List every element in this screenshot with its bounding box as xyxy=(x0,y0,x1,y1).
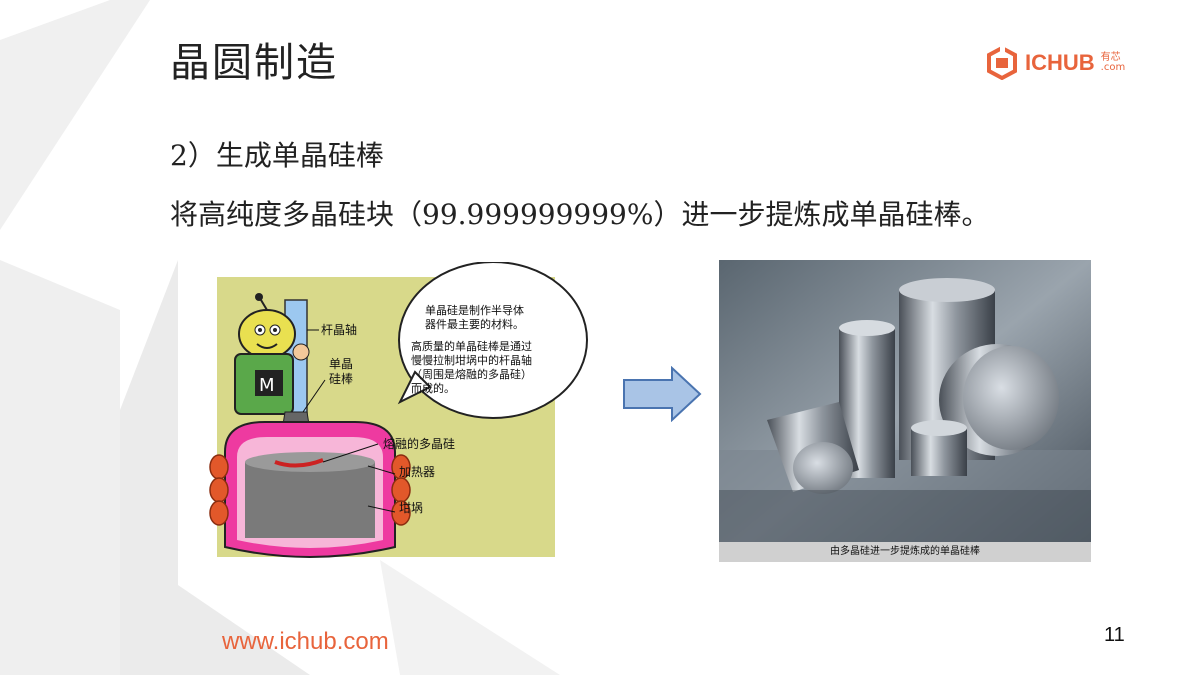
molten-silicon xyxy=(245,462,375,538)
ichub-logo-icon xyxy=(987,46,1017,80)
footer-url[interactable]: www.ichub.com xyxy=(222,628,389,655)
bubble-line-3: 高质量的单晶硅棒是通过 xyxy=(411,339,532,353)
section-subtitle: 2）生成单晶硅棒 xyxy=(170,139,384,172)
label-rod: 杆晶轴 xyxy=(321,322,357,337)
logo-wordmark: ICHUB xyxy=(1025,50,1095,75)
bubble-line-2: 器件最主要的材料。 xyxy=(425,317,524,331)
silicon-ingots-photo xyxy=(719,260,1091,562)
page-number: 11 xyxy=(1104,624,1125,646)
label-crystal-2: 硅棒 xyxy=(329,372,353,386)
label-molten: 熔融的多晶硅 xyxy=(383,436,455,451)
robot-character: M xyxy=(234,293,310,415)
label-crystal-1: 单晶 xyxy=(329,357,353,371)
bubble-line-6: 而成的。 xyxy=(411,381,455,395)
bubble-line-4: 慢慢拉制坩埚中的杆晶轴 xyxy=(411,353,532,367)
logo-cn: 有芯 xyxy=(1100,52,1121,63)
slide-title: 晶圆制造 xyxy=(170,40,338,86)
bubble-line-1: 单晶硅是制作半导体 xyxy=(425,303,524,317)
ichub-logo: ICHUB 有芯 .com xyxy=(985,46,1125,80)
logo-suffix-group: 有芯 .com xyxy=(1101,53,1126,73)
label-crucible: 坩埚 xyxy=(399,501,423,515)
speech-bubble xyxy=(398,262,588,419)
crystal-pulling-illustration: 单晶硅是制作半导体 器件最主要的材料。 高质量的单晶硅棒是通过 慢慢拉制坩埚中的… xyxy=(209,262,588,558)
logo-domain: .com xyxy=(1100,62,1126,73)
heater-coils xyxy=(209,454,411,526)
bubble-line-5: （周围是熔融的多晶硅） xyxy=(411,367,532,381)
photo-caption: 由多晶硅进一步提炼成的单晶硅棒 xyxy=(719,542,1091,562)
svg-text:M: M xyxy=(259,375,275,396)
label-heater: 加热器 xyxy=(399,465,435,479)
right-arrow-icon xyxy=(623,366,702,422)
body-text: 将高纯度多晶硅块（99.999999999%）进一步提炼成单晶硅棒。 xyxy=(170,198,990,231)
